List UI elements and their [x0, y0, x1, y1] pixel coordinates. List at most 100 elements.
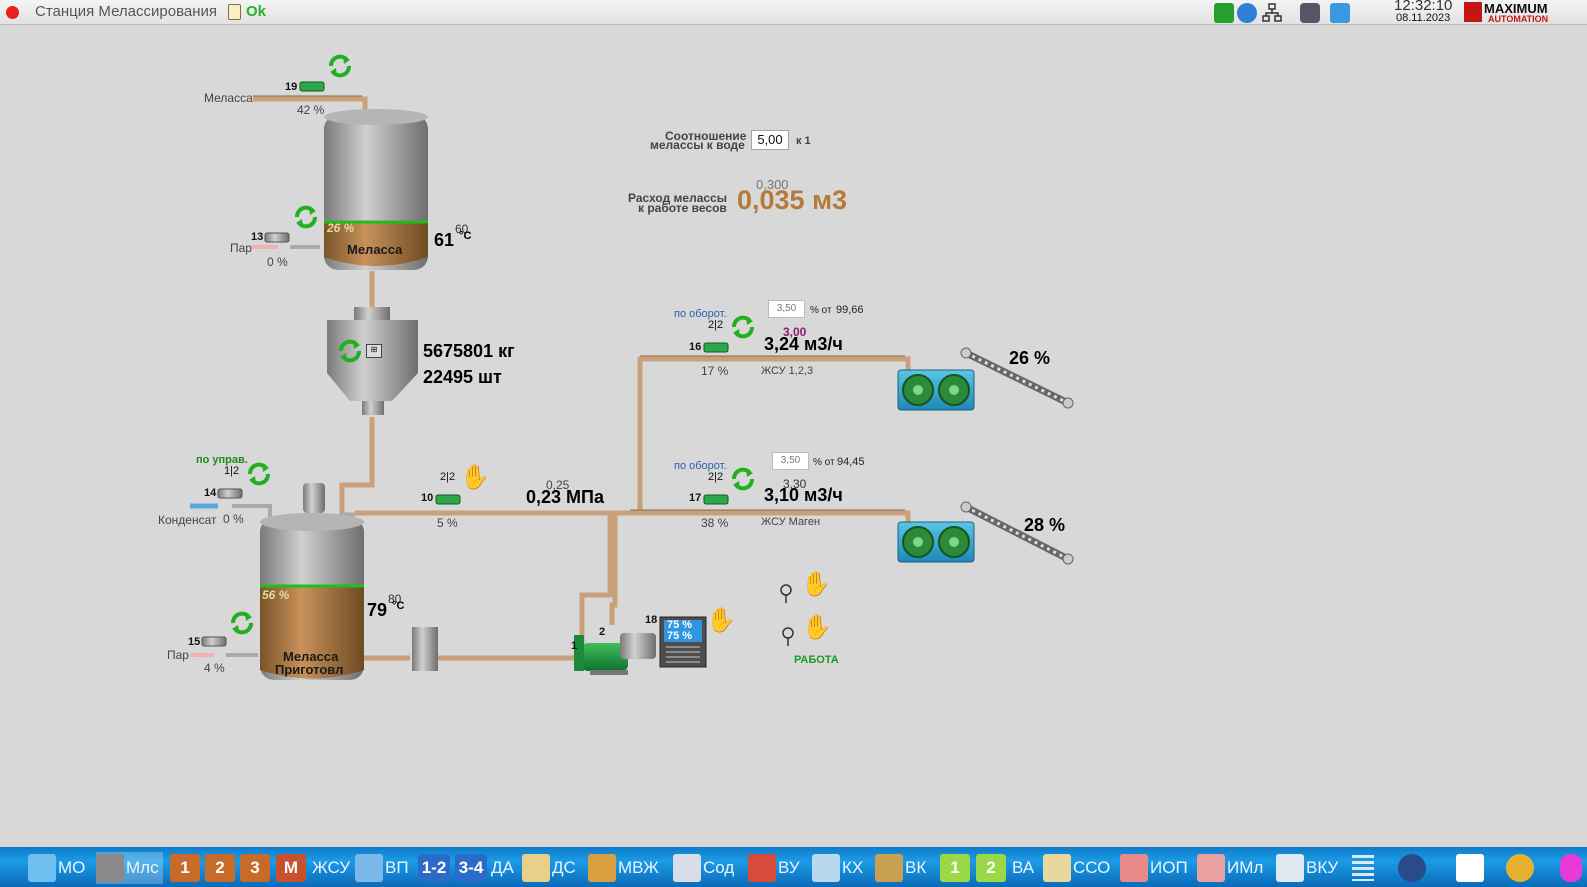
- nav-kh[interactable]: КХ: [812, 852, 863, 884]
- pressure-setpoint: 0,25: [546, 478, 570, 492]
- conveyor-1-shape: [960, 347, 1074, 409]
- nav-wa-2[interactable]: 2: [976, 852, 1006, 884]
- valve10-pct[interactable]: 5 %: [437, 516, 458, 530]
- valve15-line-label: Пар: [167, 648, 189, 662]
- nav-vk[interactable]: ВК: [875, 852, 926, 884]
- tank-bottom-name-2: Приготовл: [275, 662, 344, 677]
- vk-icon: [875, 854, 903, 882]
- nav-mvzh[interactable]: МВЖ: [588, 852, 659, 884]
- engineer-tools-icon[interactable]: [1506, 852, 1536, 884]
- sso-icon: [1043, 854, 1071, 882]
- nav-vu[interactable]: ВУ: [748, 852, 800, 884]
- valve16-pct[interactable]: 17 %: [701, 364, 729, 378]
- refresh-icon[interactable]: [729, 314, 757, 340]
- valve13-id: 13: [251, 231, 264, 243]
- hand-manual-icon[interactable]: ✋: [801, 571, 831, 598]
- line1-pct-input[interactable]: 3,50: [768, 300, 805, 318]
- nav-ds[interactable]: ДС: [522, 852, 576, 884]
- pressure-value: 0,23 МПа: [526, 487, 604, 507]
- line2-pct-of: % от: [813, 457, 835, 468]
- valve13-line-label: Пар: [230, 241, 252, 255]
- tank-bottom-temp: 79 °C: [367, 600, 405, 620]
- operator-icon[interactable]: [1300, 3, 1320, 23]
- clipboard-icon[interactable]: [228, 4, 241, 20]
- chat-icon[interactable]: [1237, 3, 1257, 23]
- status-ok: Ok: [246, 3, 267, 20]
- mvzh-icon: [588, 854, 616, 882]
- ratio-label-2: мелассы к воде: [650, 138, 745, 152]
- vfd-value-2: 75 %: [667, 630, 693, 642]
- pump-status: РАБОТА: [794, 654, 839, 666]
- refresh-icon[interactable]: [245, 461, 273, 487]
- valve-bodies: [299, 81, 729, 505]
- menu-list-icon[interactable]: [1352, 852, 1374, 884]
- nav-iop[interactable]: ИОП: [1120, 852, 1188, 884]
- sensors: [780, 584, 794, 646]
- nav-2[interactable]: 2: [205, 852, 235, 884]
- nav-3-4[interactable]: 3-4: [455, 852, 487, 884]
- line2-flow-setpoint: 3,30: [783, 477, 807, 491]
- hand-manual-icon[interactable]: ✋: [802, 614, 832, 641]
- valve13-pct[interactable]: 0 %: [267, 255, 288, 269]
- hand-manual-icon[interactable]: ✋: [706, 607, 736, 634]
- refresh-icon[interactable]: [326, 53, 354, 79]
- nav-iml[interactable]: ИМл: [1197, 852, 1263, 884]
- tank-top-temp: 61 °C: [434, 230, 472, 250]
- valve16-id: 16: [689, 341, 702, 353]
- nav-vku[interactable]: ВКУ: [1276, 852, 1338, 884]
- nav-wa-1[interactable]: 1: [940, 852, 970, 884]
- refresh-icon[interactable]: [336, 338, 364, 364]
- iml-icon: [1197, 854, 1225, 882]
- navigation-taskbar: МО Млс 1 2 3 М ЖСУ ВП 1-2 3-4 ДА ДС МВЖ …: [0, 847, 1587, 887]
- refresh-icon[interactable]: [729, 466, 757, 492]
- nav-sso[interactable]: ССО: [1043, 852, 1110, 884]
- line1-name: ЖСУ 1,2,3: [761, 365, 814, 377]
- valve14-sub: 1|2: [224, 465, 240, 477]
- tank-bottom-name-1: Меласса: [283, 649, 339, 664]
- valve14-pct[interactable]: 0 %: [223, 512, 244, 526]
- refresh-icon[interactable]: [228, 610, 256, 636]
- conveyor1-load: 26 %: [1009, 348, 1051, 368]
- nav-zhsu[interactable]: ЖСУ: [312, 858, 351, 877]
- add-icon[interactable]: [1214, 3, 1234, 23]
- trend-chart-icon[interactable]: [1456, 852, 1486, 884]
- valve14-mode: по управ.: [196, 454, 248, 466]
- vu-icon: [748, 854, 776, 882]
- line2-pct-input[interactable]: 3,50: [772, 452, 809, 470]
- valve17-pct[interactable]: 38 %: [701, 516, 729, 530]
- ratio-label-1: Соотношение: [665, 129, 747, 143]
- nav-1[interactable]: 1: [170, 852, 200, 884]
- nav-m[interactable]: М: [276, 852, 306, 884]
- pump2-id: 2: [599, 626, 606, 638]
- hand-manual-icon[interactable]: ✋: [460, 464, 490, 491]
- telegram-icon[interactable]: [1330, 3, 1350, 23]
- sod-icon: [673, 854, 701, 882]
- conveyor2-load: 28 %: [1024, 515, 1066, 535]
- touch-hand-icon[interactable]: [1560, 852, 1582, 884]
- valve19-pct[interactable]: 42 %: [297, 103, 325, 117]
- ratio-input[interactable]: 5,00: [751, 130, 789, 150]
- nav-mls[interactable]: Млс: [96, 852, 163, 884]
- refresh-icon[interactable]: [292, 204, 320, 230]
- nav-sod[interactable]: Сод: [673, 852, 734, 884]
- network-icon[interactable]: [1262, 3, 1282, 23]
- nav-1-2[interactable]: 1-2: [418, 852, 450, 884]
- nav-vp[interactable]: ВП: [355, 852, 409, 884]
- nav-3[interactable]: 3: [240, 852, 270, 884]
- nav-mo[interactable]: МО: [28, 852, 85, 884]
- nav-va[interactable]: ВА: [1012, 858, 1035, 877]
- scale-display-icon[interactable]: ⊞: [366, 344, 382, 358]
- valve15-pct[interactable]: 4 %: [204, 661, 225, 675]
- station-icon: [28, 854, 56, 882]
- settings-gear-icon[interactable]: [1398, 852, 1428, 884]
- iop-icon: [1120, 854, 1148, 882]
- maximum-automation-logo: MAXIMUM AUTOMATION: [1464, 1, 1548, 24]
- nav-da[interactable]: ДА: [491, 858, 514, 877]
- process-pipes: [190, 81, 1074, 680]
- tank-top-shape: [324, 109, 428, 270]
- pump1-id: 1: [571, 640, 578, 652]
- conveyor-2-shape: [960, 501, 1074, 565]
- valve19-line-label: Меласса: [204, 91, 253, 105]
- consumption-label-1: Расход мелассы: [628, 191, 727, 205]
- clock-time: 12:32:10: [1394, 0, 1453, 14]
